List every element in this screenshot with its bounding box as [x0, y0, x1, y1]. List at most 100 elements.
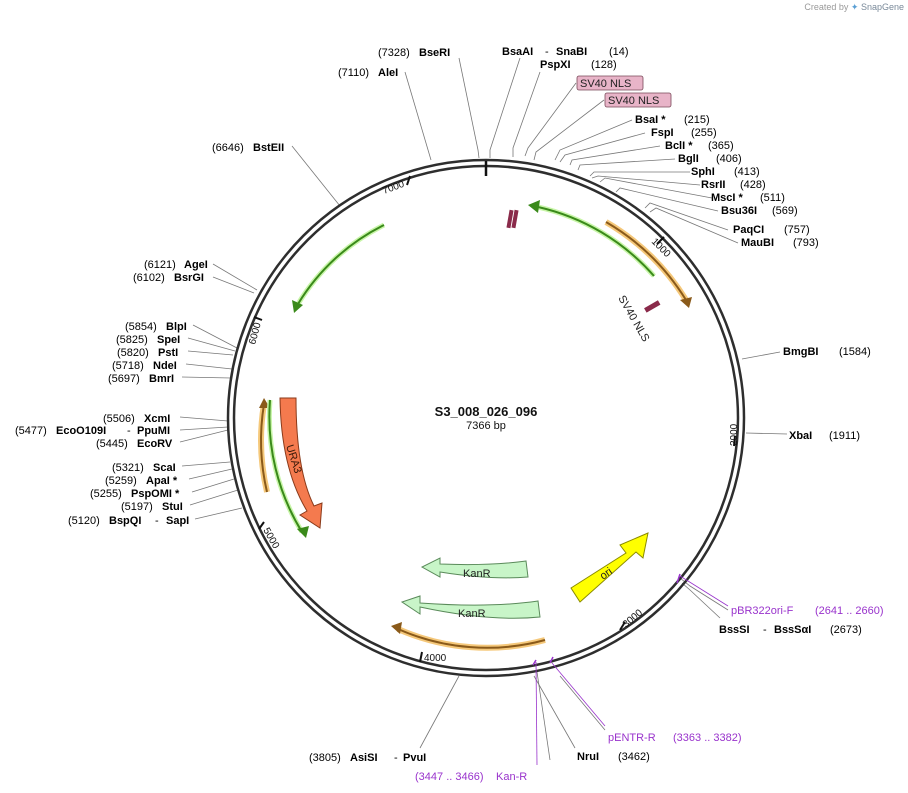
site-bgli-name: BglI — [678, 153, 699, 165]
site-ndei-name: NdeI — [153, 360, 177, 372]
sv40-nls-box-1: SV40 NLS — [576, 75, 644, 91]
site-agei-name: AgeI — [184, 259, 208, 271]
site-fspi-name: FspI — [651, 127, 674, 139]
primer-pentr-r-name: pENTR-R — [608, 732, 656, 744]
plasmid-backbone — [226, 158, 746, 678]
site-stui: (5197) StuI — [121, 501, 183, 513]
feature-green-arrow-upper-left — [292, 222, 386, 313]
primer-connectors — [535, 575, 729, 766]
site-sphi: SphI (413) — [691, 166, 760, 178]
site-xbai-name: XbaI — [789, 430, 812, 442]
site-spei: (5825) SpeI — [116, 334, 180, 346]
site-ppumi-name: PpuMI — [137, 425, 170, 437]
site-bstEII: (6646) BstEII — [212, 142, 284, 154]
site-connector-lines — [179, 57, 788, 761]
site-bsaai-pos: (14) — [609, 46, 629, 58]
feature-ori: ori — [570, 532, 649, 603]
site-alei: (7110) AleI — [338, 67, 398, 79]
site-bsssi-pos: (2673) — [830, 624, 862, 636]
site-apai-pos: (5259) — [105, 475, 137, 487]
site-agei-pos: (6121) — [144, 259, 176, 271]
tick-label-3000: 3000 — [621, 607, 645, 630]
site-xcmi-pos: (5506) — [103, 413, 135, 425]
site-psti: (5820) PstI — [117, 347, 178, 359]
tick-label-2000: 2000 — [729, 423, 740, 446]
sv40-nls-box-2: SV40 NLS — [604, 92, 672, 108]
site-bmgbi: BmgBI (1584) — [783, 346, 871, 358]
svg-text:-: - — [127, 425, 131, 437]
site-msci: MscI * (511) — [711, 192, 785, 204]
site-maubi: MauBI (793) — [741, 237, 819, 249]
kanr-1-label: KanR — [463, 568, 491, 580]
site-paqci: PaqCI (757) — [733, 224, 810, 236]
site-bsu36i-pos: (569) — [772, 205, 798, 217]
site-bmgbi-name: BmgBI — [783, 346, 818, 358]
plasmid-name: S3_008_026_096 — [435, 404, 538, 419]
site-sphi-name: SphI — [691, 166, 715, 178]
tick-label-4000: 4000 — [424, 653, 447, 664]
site-bmri-name: BmrI — [149, 373, 174, 385]
site-asisi-pos: (3805) — [309, 752, 341, 764]
site-pspomi-pos: (5255) — [90, 488, 122, 500]
site-maubi-name: MauBI — [741, 237, 774, 249]
site-sphi-pos: (413) — [734, 166, 760, 178]
site-bspqi-pos: (5120) — [68, 515, 100, 527]
site-psti-name: PstI — [158, 347, 178, 359]
site-bseri: (7328) BseRI — [378, 47, 450, 59]
site-msci-pos: (511) — [760, 192, 785, 204]
site-ecorv: (5445) EcoRV — [96, 438, 173, 450]
svg-text:-: - — [394, 752, 398, 764]
site-ndei-pos: (5718) — [112, 360, 144, 372]
site-ndei: (5718) NdeI — [112, 360, 177, 372]
feature-kanr-2: KanR — [400, 595, 541, 620]
kanr-2-label: KanR — [458, 608, 486, 620]
site-paqci-name: PaqCI — [733, 224, 764, 236]
site-bmgbi-pos: (1584) — [839, 346, 871, 358]
feature-orange-arrow-right — [604, 219, 692, 308]
site-pspxi-pos: (128) — [591, 59, 617, 71]
site-pspomi: (5255) PspOMI * — [90, 488, 180, 500]
sv40-nls-mark-inner — [644, 300, 661, 313]
site-asisi-name: AsiSI — [350, 752, 378, 764]
site-stui-pos: (5197) — [121, 501, 153, 513]
primer-pbr322ori-f-range: (2641 .. 2660) — [815, 605, 884, 617]
primer-kan-r-name: Kan-R — [496, 771, 527, 783]
site-bcli: BclI * (365) — [665, 140, 734, 152]
site-maubi-pos: (793) — [793, 237, 819, 249]
primer-kan-r: (3447 .. 3466) Kan-R — [415, 771, 527, 783]
plasmid-length: 7366 bp — [466, 420, 506, 432]
svg-text:-: - — [545, 46, 549, 58]
site-rsrii-name: RsrII — [701, 179, 725, 191]
sv40-nls-inner-label: SV40 NLS — [615, 294, 651, 344]
sv40-nls-box-2-label: SV40 NLS — [608, 95, 659, 107]
feature-orange-arrow-bottom — [391, 622, 546, 651]
primer-pentr-r: pENTR-R (3363 .. 3382) — [608, 732, 742, 744]
site-nrui-pos: (3462) — [618, 751, 650, 763]
site-pvui-name: PvuI — [403, 752, 426, 764]
site-bmri: (5697) BmrI — [108, 373, 174, 385]
site-scai: (5321) ScaI — [112, 462, 176, 474]
svg-text:-: - — [155, 515, 159, 527]
site-bsaai-name: BsaAI — [502, 46, 533, 58]
watermark-brand: SnapGene — [860, 2, 904, 12]
site-xbai: XbaI (1911) — [789, 430, 860, 442]
site-bsai-pos: (215) — [684, 114, 710, 126]
primer-pbr322ori-f-name: pBR322ori-F — [731, 605, 794, 617]
site-scai-name: ScaI — [153, 462, 176, 474]
site-bcli-name: BclI * — [665, 140, 693, 152]
site-bsu36i-name: Bsu36I — [721, 205, 757, 217]
position-ticks — [253, 175, 736, 663]
feature-kanr-1: KanR — [420, 557, 529, 580]
site-fspi: FspI (255) — [651, 127, 717, 139]
site-ecorv-pos: (5445) — [96, 438, 128, 450]
site-spei-pos: (5825) — [116, 334, 148, 346]
site-pspxi: PspXI (128) — [540, 59, 617, 71]
site-psti-pos: (5820) — [117, 347, 149, 359]
site-sapi-name: SapI — [166, 515, 189, 527]
snapgene-watermark: Created by ✦ SnapGene — [804, 2, 904, 13]
primer-kan-r-range: (3447 .. 3466) — [415, 771, 484, 783]
site-scai-pos: (5321) — [112, 462, 144, 474]
site-bsteii-name: BstEII — [253, 142, 284, 154]
site-msci-name: MscI * — [711, 192, 744, 204]
feature-ura3: URA3 — [279, 397, 323, 529]
